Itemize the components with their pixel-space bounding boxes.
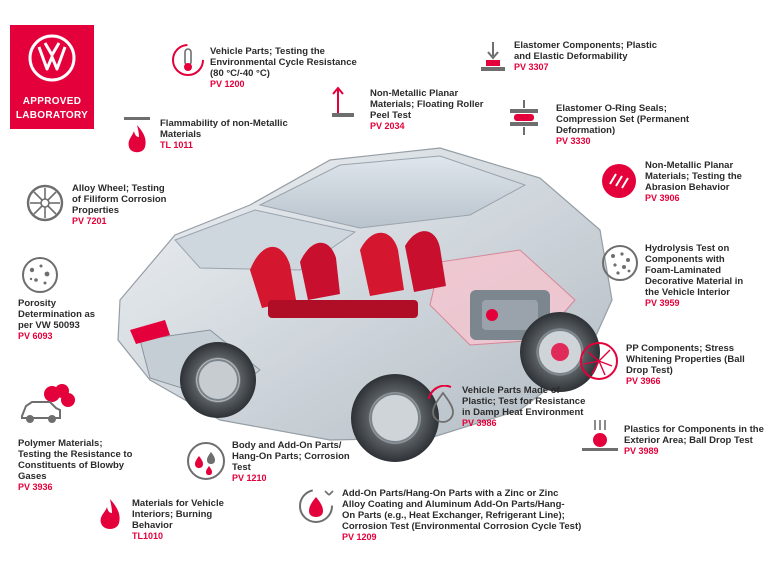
damp-heat-icon xyxy=(428,385,454,423)
test-code: PV 3307 xyxy=(514,62,549,72)
stress-cracks-icon xyxy=(580,342,618,380)
test-code: TL 1011 xyxy=(160,140,193,150)
abrasion-icon xyxy=(602,164,636,198)
car-wheels xyxy=(180,312,600,462)
test-blowby-gases: Polymer Materials; Testing the Resistanc… xyxy=(18,438,133,492)
car-seats xyxy=(250,231,446,318)
test-code: PV 3966 xyxy=(626,376,661,386)
badge-line-2: LABORATORY xyxy=(15,110,89,121)
test-stress-whitening: PP Components; Stress Whitening Properti… xyxy=(626,343,745,386)
badge-line-1: APPROVED xyxy=(22,96,82,107)
test-code: PV 3989 xyxy=(624,446,659,456)
press-down-icon xyxy=(481,42,505,71)
corrosion-drops-icon xyxy=(187,442,225,480)
flame-icon xyxy=(124,117,150,153)
cycle-drop-icon xyxy=(299,489,334,523)
approved-laboratory-badge: APPROVED LABORATORY xyxy=(10,25,94,129)
car-taillight xyxy=(130,320,170,344)
test-floating-roller-peel: Non-Metallic Planar Materials; Floating … xyxy=(370,88,484,131)
porosity-icon xyxy=(22,257,58,293)
test-code: PV 1209 xyxy=(342,532,377,542)
test-hydrolysis: Hydrolysis Test on Components with Foam-… xyxy=(645,243,744,308)
test-code: PV 3959 xyxy=(645,298,680,308)
test-body-corrosion: Body and Add-On Parts/ Hang-On Parts; Co… xyxy=(232,440,350,483)
test-code: PV 7201 xyxy=(72,216,107,226)
test-code: TL1010 xyxy=(132,531,164,541)
test-code: PV 2034 xyxy=(370,121,405,131)
test-code: PV 3330 xyxy=(556,136,591,146)
test-elastomer-deformability: Elastomer Components; Plastic and Elasti… xyxy=(514,40,658,72)
temperature-cycle-icon xyxy=(172,44,204,76)
test-environmental-cycle: Vehicle Parts; Testing the Environmental… xyxy=(210,46,357,89)
test-damp-heat: Vehicle Parts Made of Plastic; Test for … xyxy=(462,385,586,428)
foam-dots-icon xyxy=(602,245,638,281)
test-o-ring-compression: Elastomer O-Ring Seals; Compression Set … xyxy=(556,103,690,146)
alloy-wheel-icon xyxy=(26,184,64,222)
test-abrasion: Non-Metallic Planar Materials; Testing t… xyxy=(645,160,742,203)
test-code: PV 1210 xyxy=(232,473,267,483)
blowby-car-icon xyxy=(21,384,75,423)
ball-drop-icon xyxy=(582,420,618,451)
vw-logo-icon xyxy=(28,34,76,82)
test-filiform-corrosion: Alloy Wheel; Testing of Filiform Corrosi… xyxy=(72,183,167,226)
compression-icon xyxy=(510,100,538,135)
test-porosity: Porosity Determination as per VW 50093 P… xyxy=(18,298,96,341)
test-code: PV 3906 xyxy=(645,193,680,203)
test-flammability: Flammability of non-Metallic Materials T… xyxy=(160,118,288,150)
test-burning-behavior: Materials for Vehicle Interiors; Burning… xyxy=(132,498,224,541)
test-code: PV 3936 xyxy=(18,482,53,492)
test-code: PV 3986 xyxy=(462,418,497,428)
test-code: PV 1200 xyxy=(210,79,245,89)
test-zinc-coating-corrosion: Add-On Parts/Hang-On Parts with a Zinc o… xyxy=(342,488,582,542)
peel-up-icon xyxy=(332,86,354,117)
flame-icon xyxy=(100,499,120,529)
test-code: PV 6093 xyxy=(18,331,53,341)
test-exterior-ball-drop: Plastics for Components in the Exterior … xyxy=(624,424,764,456)
